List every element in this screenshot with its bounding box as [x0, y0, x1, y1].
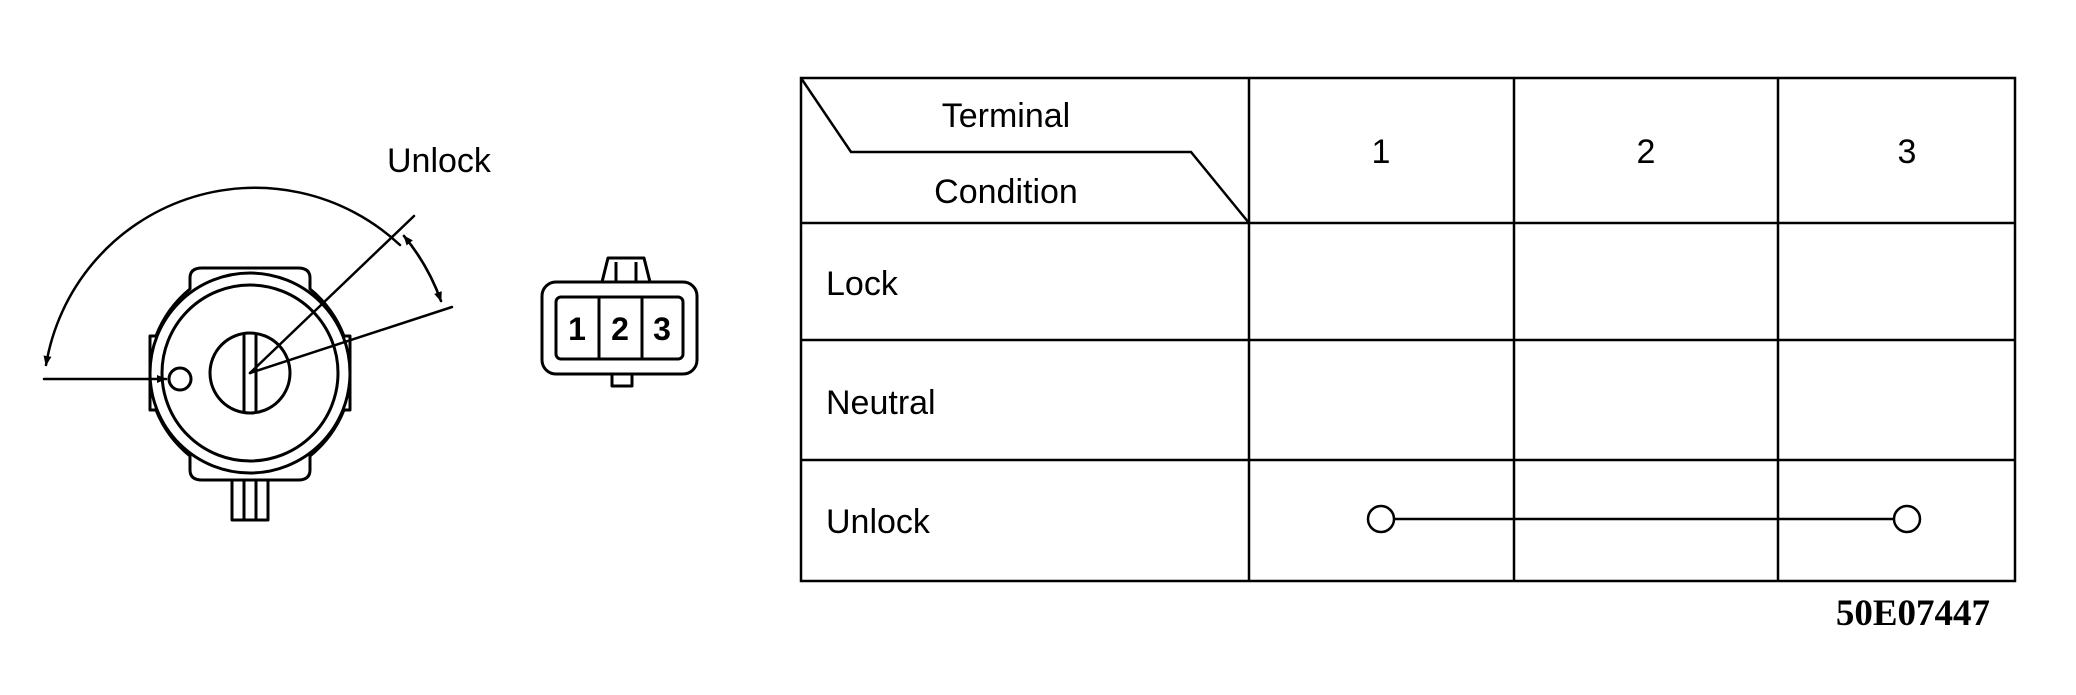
connector-drawing: [540, 256, 699, 388]
reference-code: 50E07447: [1836, 593, 1990, 634]
switch-detent-hole: [167, 366, 193, 392]
condition-row-unlock: Unlock: [826, 503, 931, 541]
switch-body-drawing: [148, 266, 352, 522]
connector-pin-frame: [554, 295, 685, 361]
continuity-point: [1366, 504, 1396, 534]
connector-key: [610, 372, 634, 388]
rotation-indicator: [42, 186, 454, 383]
terminal-header-1: 1: [1372, 133, 1391, 171]
rotation-arc-small: [402, 234, 443, 303]
condition-row-neutral: Neutral: [826, 384, 936, 422]
switch-rotor-hub: [208, 331, 292, 415]
header-diagonal-divider: [799, 77, 1250, 224]
connector-pin-3: 3: [653, 311, 671, 347]
switch-inner-ring: [148, 271, 352, 475]
continuity-marks: [1366, 504, 1922, 534]
terminal-header-3: 3: [1898, 133, 1917, 171]
connector-latch: [600, 256, 652, 283]
rotation-radial-line-upper: [248, 214, 416, 375]
rotation-arc-large: [43, 186, 402, 367]
terminal-header-2: 2: [1637, 133, 1656, 171]
header-terminal-label: Terminal: [942, 97, 1070, 135]
table-border: [799, 76, 2017, 583]
connector-pin-1: 1: [568, 311, 586, 347]
rotation-radial-line-lower: [248, 305, 454, 375]
continuity-table: [799, 76, 2017, 583]
continuity-point: [1892, 504, 1922, 534]
rotation-label: Unlock: [387, 142, 492, 180]
switch-terminal-tab: [230, 478, 270, 522]
switch-rotor-ring: [160, 283, 340, 463]
condition-row-lock: Lock: [826, 265, 899, 303]
connector-pin-2: 2: [611, 311, 629, 347]
header-condition-label: Condition: [934, 173, 1078, 211]
